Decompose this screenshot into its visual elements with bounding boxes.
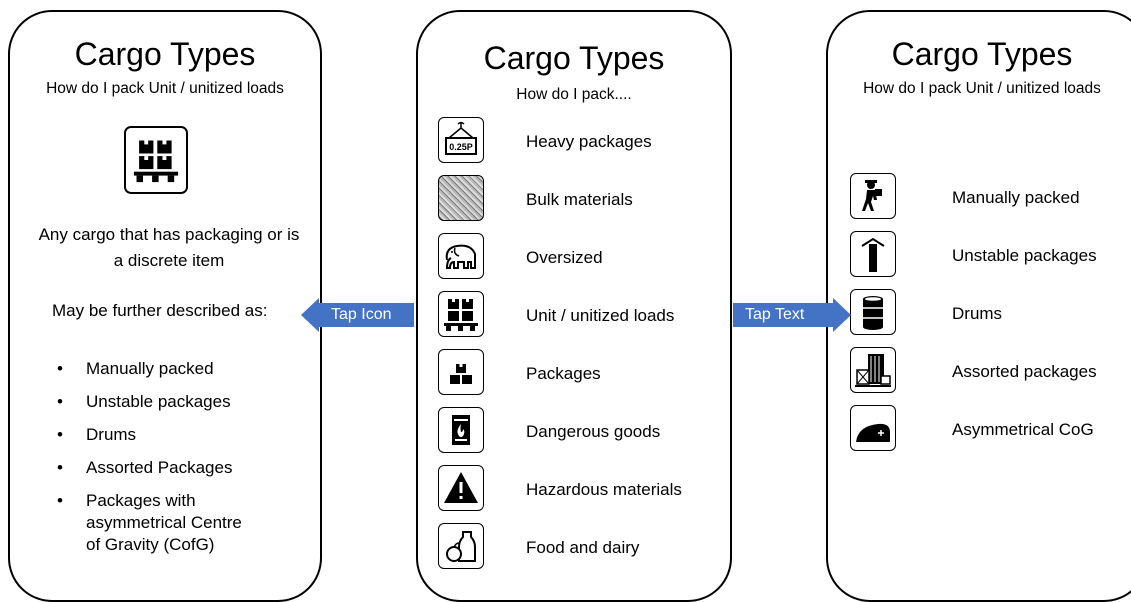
asymmetrical-cog-icon[interactable]: [850, 405, 896, 451]
cargo-label[interactable]: Unit / unitized loads: [526, 306, 675, 325]
list-item: Manually packed: [57, 359, 214, 379]
further-description-heading: May be further described as:: [52, 301, 268, 320]
tall-package-icon[interactable]: [850, 231, 896, 277]
panel-title: Cargo Types: [74, 36, 256, 72]
cargo-description: Any cargo that has packaging or is a dis…: [38, 225, 300, 270]
panel-subtitle: How do I pack....: [516, 86, 632, 103]
drum-icon[interactable]: [850, 289, 896, 335]
worker-carrying-icon[interactable]: [850, 173, 896, 219]
cargo-label[interactable]: Packages: [526, 364, 601, 383]
cargo-label[interactable]: Asymmetrical CoG: [952, 420, 1094, 439]
cargo-label[interactable]: Assorted packages: [952, 362, 1097, 381]
tap-icon-label: Tap Icon: [331, 306, 392, 323]
pallet-icon[interactable]: [438, 291, 484, 337]
cargo-label[interactable]: Food and dairy: [526, 538, 640, 557]
gravel-icon[interactable]: [438, 175, 484, 221]
boxes-icon[interactable]: [438, 349, 484, 395]
tap-text-arrow: Tap Text: [733, 298, 851, 332]
cargo-label[interactable]: Hazardous materials: [526, 480, 682, 499]
food-icon[interactable]: [438, 523, 484, 569]
cargo-label[interactable]: Oversized: [526, 248, 603, 267]
panel-title: Cargo Types: [891, 36, 1073, 72]
flammable-drum-icon[interactable]: [438, 407, 484, 453]
unit-loads-info-panel: Cargo Types How do I pack Unit / unitize…: [8, 10, 322, 602]
svg-text:0.25P: 0.25P: [449, 142, 473, 152]
elephant-icon[interactable]: [438, 233, 484, 279]
panel-title: Cargo Types: [483, 40, 665, 76]
tap-icon-arrow: Tap Icon: [301, 298, 414, 332]
tap-text-label: Tap Text: [745, 306, 805, 323]
cargo-label[interactable]: Heavy packages: [526, 132, 652, 151]
panel-subtitle: How do I pack Unit / unitized loads: [46, 80, 284, 97]
unit-loads-types-panel: Cargo Types How do I pack Unit / unitize…: [826, 10, 1131, 602]
cargo-label[interactable]: Dangerous goods: [526, 422, 661, 441]
list-item: Assorted Packages: [57, 458, 232, 478]
cargo-label[interactable]: Drums: [952, 304, 1003, 323]
list-item: Drums: [57, 425, 136, 445]
assorted-packages-icon[interactable]: [850, 347, 896, 393]
cargo-types-panel: Cargo Types How do I pack.... 0.25P Heav…: [416, 10, 732, 602]
warning-triangle-icon[interactable]: [438, 465, 484, 511]
pallet-icon: [124, 126, 188, 194]
crane-weight-icon[interactable]: 0.25P: [438, 117, 484, 163]
cargo-label[interactable]: Bulk materials: [526, 190, 633, 209]
panel-subtitle: How do I pack Unit / unitized loads: [863, 80, 1101, 97]
cargo-label[interactable]: Unstable packages: [952, 246, 1097, 265]
list-item: Packages with asymmetrical Centre of Gra…: [57, 490, 252, 556]
list-item: Unstable packages: [57, 392, 231, 412]
cargo-label[interactable]: Manually packed: [952, 188, 1080, 207]
